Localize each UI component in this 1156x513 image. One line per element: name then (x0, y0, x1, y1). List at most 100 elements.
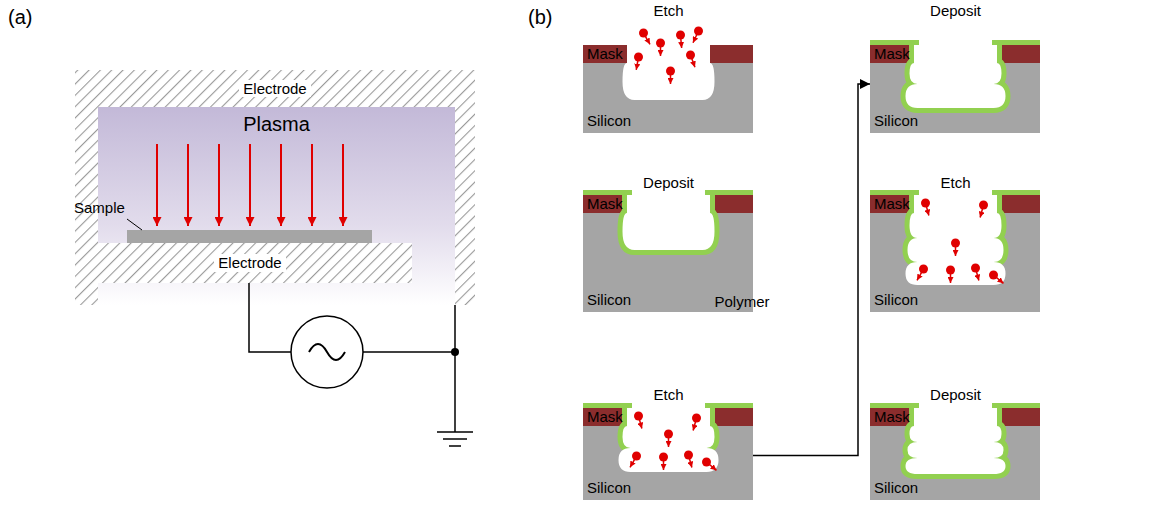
radical-particle (664, 430, 673, 439)
mask-layer: Mask (583, 45, 627, 63)
panel-letter: (b) (528, 6, 552, 29)
rf-circuit (249, 283, 473, 446)
node-text: Mask (587, 45, 623, 62)
wire (454, 305, 456, 432)
polymer-layer (583, 190, 627, 195)
ground-symbol (449, 445, 461, 447)
radical-particle (921, 199, 930, 208)
ion-arrow (311, 144, 313, 226)
mask-block (583, 195, 627, 213)
mask-block (583, 45, 627, 63)
etched-trench (623, 195, 715, 250)
polymer-layer (997, 190, 1040, 195)
mask-block (997, 408, 1040, 426)
radical-particle (946, 266, 955, 275)
radical-particle (666, 67, 675, 76)
radical-particle (694, 27, 703, 36)
mask-block (710, 45, 753, 63)
mask-block (870, 45, 914, 63)
mask-block (997, 195, 1040, 213)
radical-particle (951, 239, 960, 248)
polymer-layer (997, 403, 1040, 408)
radical-particle (659, 453, 668, 462)
radical-particle (676, 31, 685, 40)
panel-letter: (a) (8, 6, 32, 29)
radical-particle (971, 264, 980, 273)
mask-layer: Mask (583, 195, 627, 213)
node-text: Silicon (587, 479, 631, 496)
node-text: Silicon (874, 291, 918, 308)
node-text: Silicon (587, 112, 631, 129)
step-title: Etch (653, 386, 683, 403)
radical-particle (686, 51, 695, 60)
ion-arrow (218, 144, 220, 226)
mask-block (583, 408, 627, 426)
node-text: Mask (587, 408, 623, 425)
ground-symbol (437, 431, 473, 433)
junction-dot (451, 348, 459, 356)
wire (363, 351, 455, 353)
plasma-region: Plasma (98, 107, 455, 141)
radical-particle (684, 451, 693, 460)
node-text: Mask (874, 408, 910, 425)
mask-block (870, 195, 914, 213)
sample-plate (127, 230, 372, 243)
radical-particle (634, 53, 643, 62)
process-step-panel (870, 40, 1040, 133)
silicon-substrate: Silicon (583, 63, 753, 133)
mask-layer: Mask (583, 408, 627, 426)
part-label: Polymer (714, 293, 769, 310)
etched-trench (906, 408, 1006, 474)
step-title: Etch (940, 174, 970, 191)
process-step-panel (870, 190, 1040, 312)
leader-line (127, 219, 142, 230)
electrode: Electrode (75, 70, 475, 107)
radical-particle (692, 414, 701, 423)
node-text: Electrode (239, 80, 310, 97)
polymer-layer (710, 190, 753, 195)
mask-block (710, 195, 753, 213)
radical-particle (639, 29, 648, 38)
part-label: Sample (74, 199, 125, 216)
mask-layer: Mask (870, 408, 914, 426)
polymer-layer (906, 40, 1006, 108)
polymer-layer (583, 403, 627, 408)
ground-symbol (443, 438, 467, 440)
radical-particle (919, 265, 928, 274)
mask-block (710, 408, 753, 426)
polymer-layer (870, 40, 914, 45)
electrode: Electrode (88, 243, 412, 283)
ion-arrow (187, 144, 189, 226)
process-arrow (753, 84, 870, 456)
radical-particle (989, 271, 998, 280)
process-step-panel (870, 403, 1040, 500)
step-title: Etch (653, 2, 683, 19)
bottom-electrode (88, 243, 412, 283)
polymer-layer (870, 190, 914, 195)
node-text: Plasma (243, 113, 310, 136)
wire (249, 283, 291, 352)
etched-trench (906, 195, 1006, 285)
ion-arrow (280, 144, 282, 226)
polymer-layer (906, 403, 1006, 474)
process-step-panel (583, 403, 753, 500)
etched-trench (619, 408, 719, 472)
silicon-substrate: Silicon (583, 426, 753, 500)
mask-block (870, 408, 914, 426)
top-electrode (75, 70, 475, 305)
radical-particle (702, 458, 711, 467)
node-text: Mask (587, 195, 623, 212)
mask-layer: Mask (870, 45, 914, 63)
process-step-panel (583, 27, 753, 134)
polymer-layer (997, 40, 1040, 45)
radical-particle (634, 412, 643, 421)
step-title: Deposit (643, 174, 694, 191)
ion-arrow (249, 144, 251, 226)
radical-particle (979, 201, 988, 210)
node-text: Mask (874, 45, 910, 62)
radical-particle (632, 452, 641, 461)
